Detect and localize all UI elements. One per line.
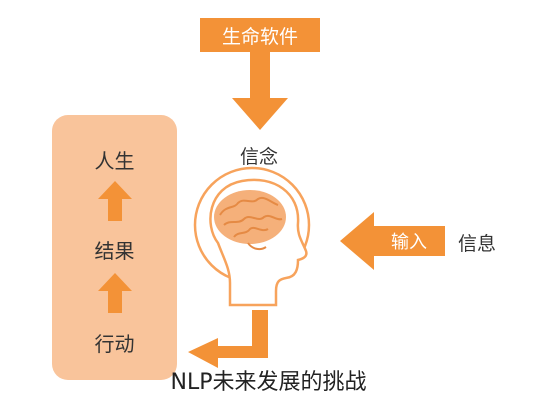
action-arrow-icon	[188, 310, 268, 368]
panel-label-result: 结果	[94, 239, 135, 263]
up-arrow-icon	[98, 181, 132, 221]
caption: NLP未来发展的挑战	[170, 370, 367, 395]
head-brain-icon	[193, 166, 311, 307]
belief-label: 信念	[240, 146, 279, 168]
input-label: 输入	[391, 232, 427, 253]
panel-label-life: 人生	[94, 149, 135, 173]
panel-label-action: 行动	[94, 332, 135, 356]
information-label: 信息	[458, 233, 497, 255]
input-arrow-icon	[340, 212, 445, 270]
life-software-label: 生命软件	[221, 25, 298, 48]
down-arrow-icon	[232, 52, 288, 130]
outcome-panel: 人生 结果 行动	[52, 115, 177, 380]
up-arrow-icon	[98, 273, 132, 313]
life-software-box: 生命软件	[200, 18, 320, 52]
